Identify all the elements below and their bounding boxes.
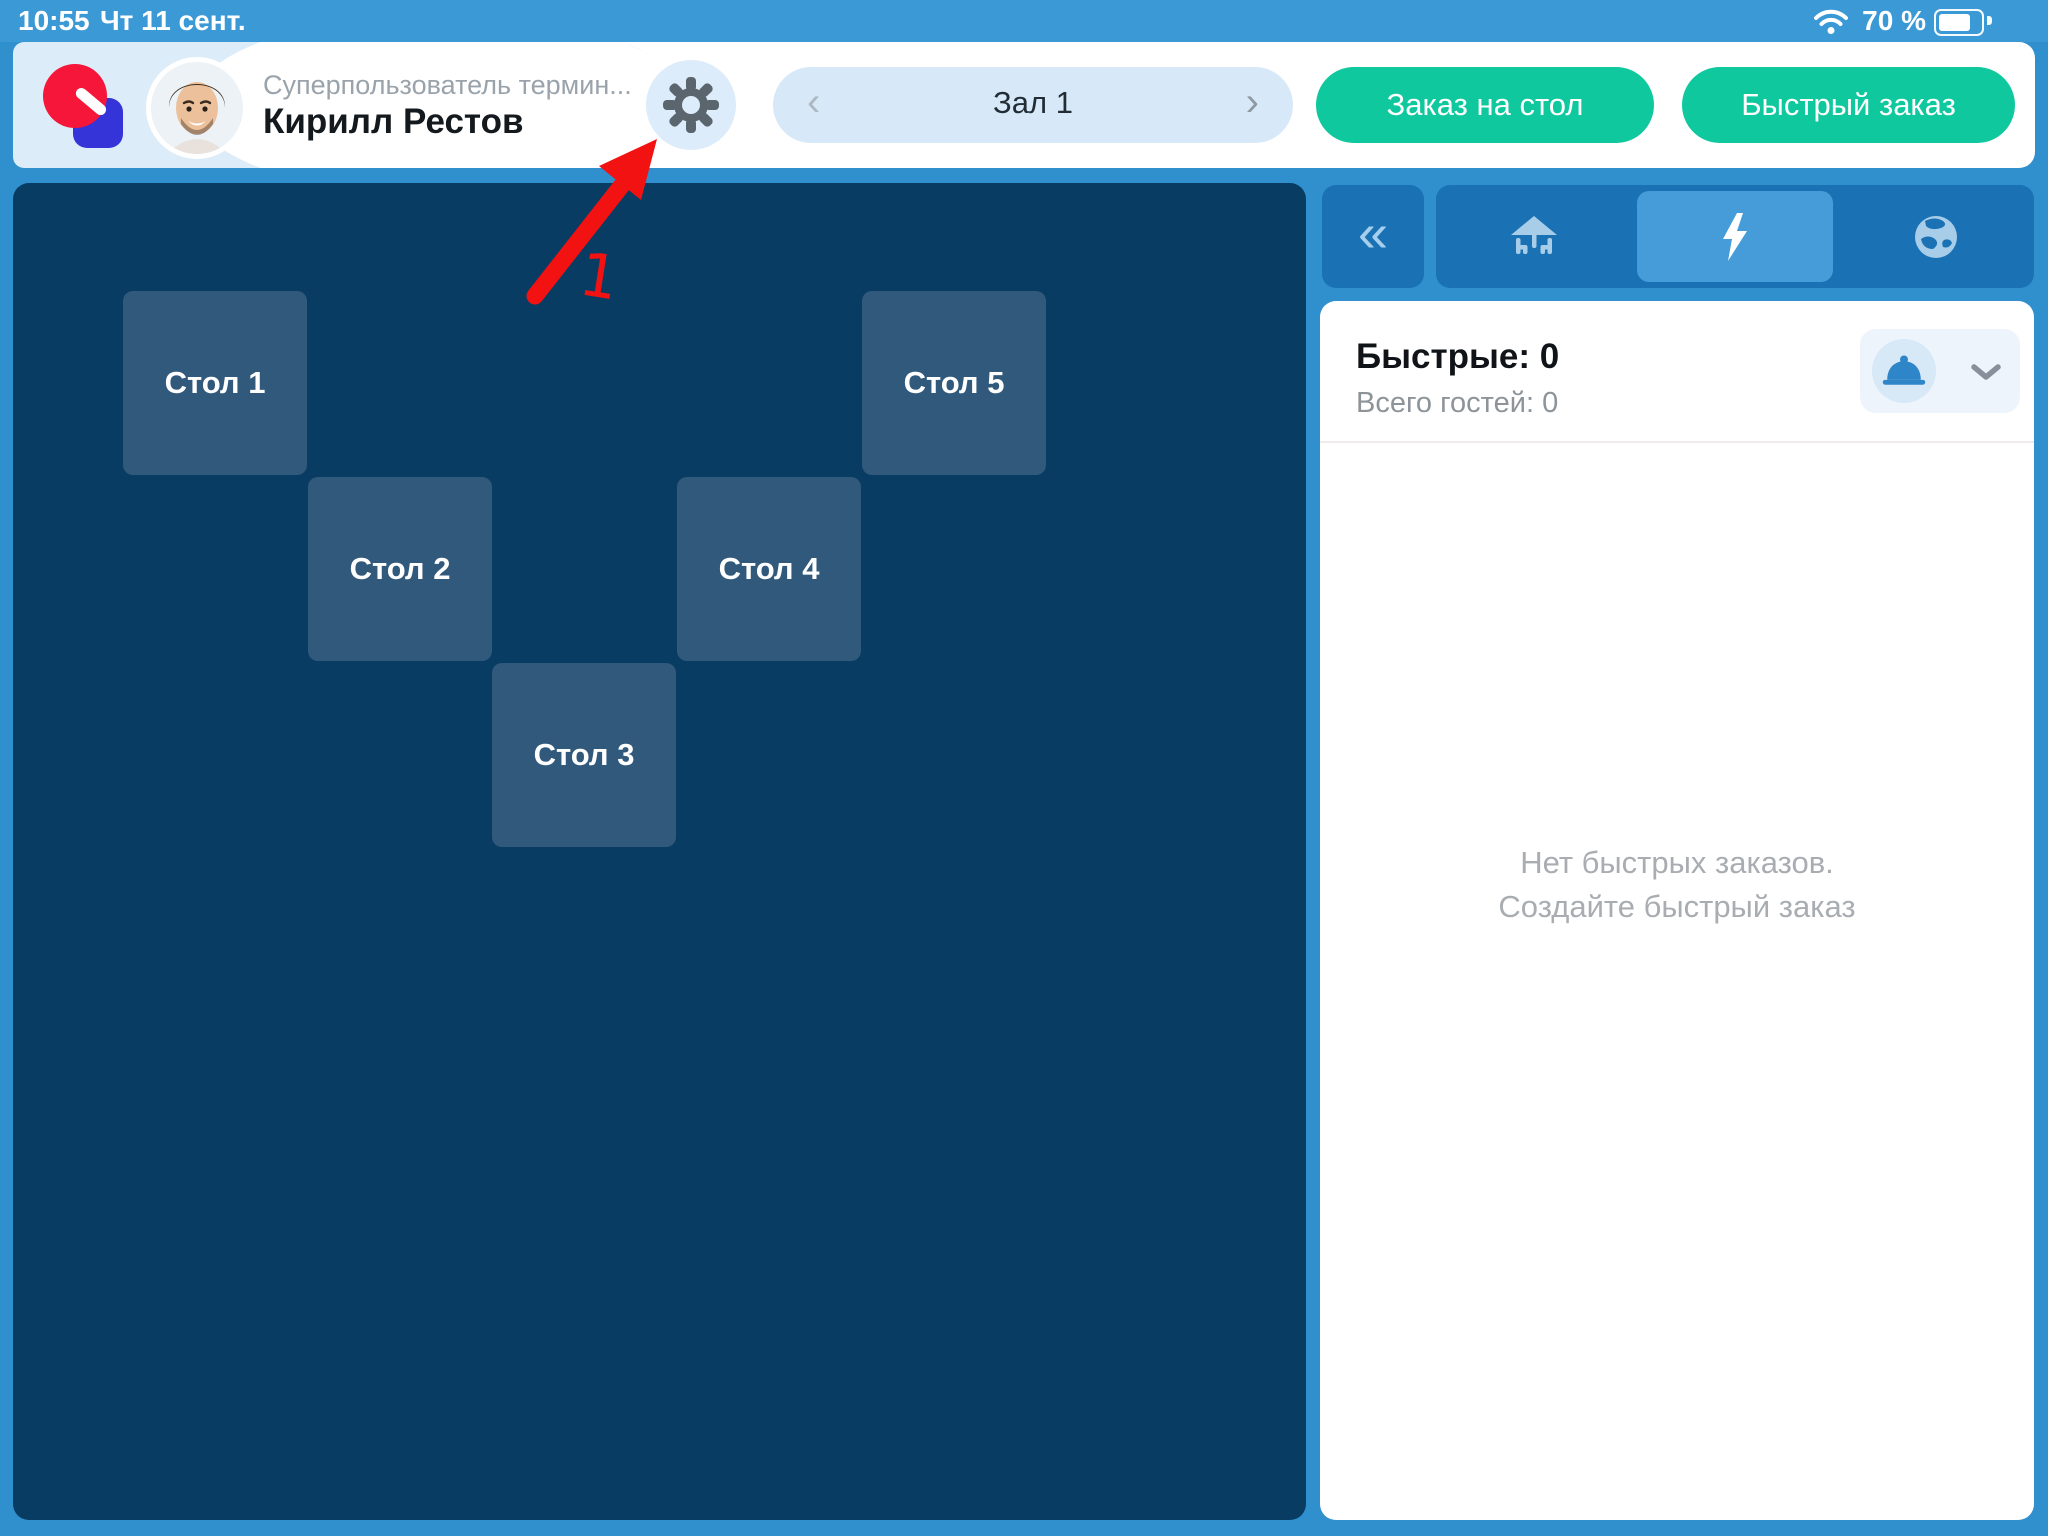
tab-delivery[interactable] <box>1839 191 2034 282</box>
user-avatar[interactable] <box>146 57 248 159</box>
globe-icon <box>1911 212 1961 262</box>
user-role-label: Суперпользователь термин... <box>263 70 632 100</box>
wifi-icon <box>1814 9 1848 35</box>
tab-quick-orders[interactable] <box>1637 191 1833 282</box>
user-name-label: Кирилл Рестов <box>263 102 524 141</box>
table-card[interactable]: Стол 2 <box>308 477 492 661</box>
cloche-icon <box>1872 339 1936 403</box>
status-bar: 10:55 Чт 11 сент. 70 % <box>0 0 2048 42</box>
terrace-tables-icon <box>1507 212 1561 262</box>
table-card[interactable]: Стол 4 <box>677 477 861 661</box>
battery-tip <box>1987 16 1992 25</box>
chevron-right-icon[interactable]: › <box>1245 80 1259 124</box>
table-card[interactable]: Стол 1 <box>123 291 307 475</box>
serve-filter-button[interactable] <box>1860 329 2020 413</box>
chevron-down-icon <box>1970 363 2002 381</box>
chevron-left-icon[interactable]: ‹ <box>807 80 821 124</box>
table-card[interactable]: Стол 3 <box>492 663 676 847</box>
battery-percent: 70 % <box>1862 5 1926 36</box>
table-order-button[interactable]: Заказ на стол <box>1316 67 1654 143</box>
quick-order-button[interactable]: Быстрый заказ <box>1682 67 2015 143</box>
tab-hall-tables[interactable] <box>1436 191 1631 282</box>
date: Чт 11 сент. <box>100 5 246 36</box>
guests-count: Всего гостей: 0 <box>1356 387 1559 419</box>
side-panel-tabs <box>1436 185 2034 288</box>
clock: 10:55 <box>18 5 90 36</box>
header-bar: Суперпользователь термин... Кирилл Ресто… <box>13 42 2035 168</box>
double-chevron-left-icon: « <box>1357 203 1389 263</box>
hall-selector: ‹ Зал 1 › <box>773 67 1293 143</box>
gear-icon <box>663 77 719 133</box>
decorative-blob <box>191 42 673 168</box>
hall-name-label: Зал 1 <box>993 85 1073 120</box>
collapse-panel-button[interactable]: « <box>1322 185 1424 288</box>
quick-orders-panel: Быстрые: 0 Всего гостей: 0 Нет быстрых з… <box>1320 301 2034 1520</box>
divider <box>1320 441 2034 443</box>
current-user-section[interactable] <box>13 42 673 168</box>
app-logo-icon <box>43 60 129 150</box>
battery-icon <box>1934 9 1984 36</box>
lightning-icon <box>1718 211 1752 263</box>
quick-orders-count: Быстрые: 0 <box>1356 337 1560 376</box>
settings-button[interactable] <box>646 60 736 150</box>
table-card[interactable]: Стол 5 <box>862 291 1046 475</box>
empty-state-message: Нет быстрых заказов. Создайте быстрый за… <box>1498 845 1856 924</box>
